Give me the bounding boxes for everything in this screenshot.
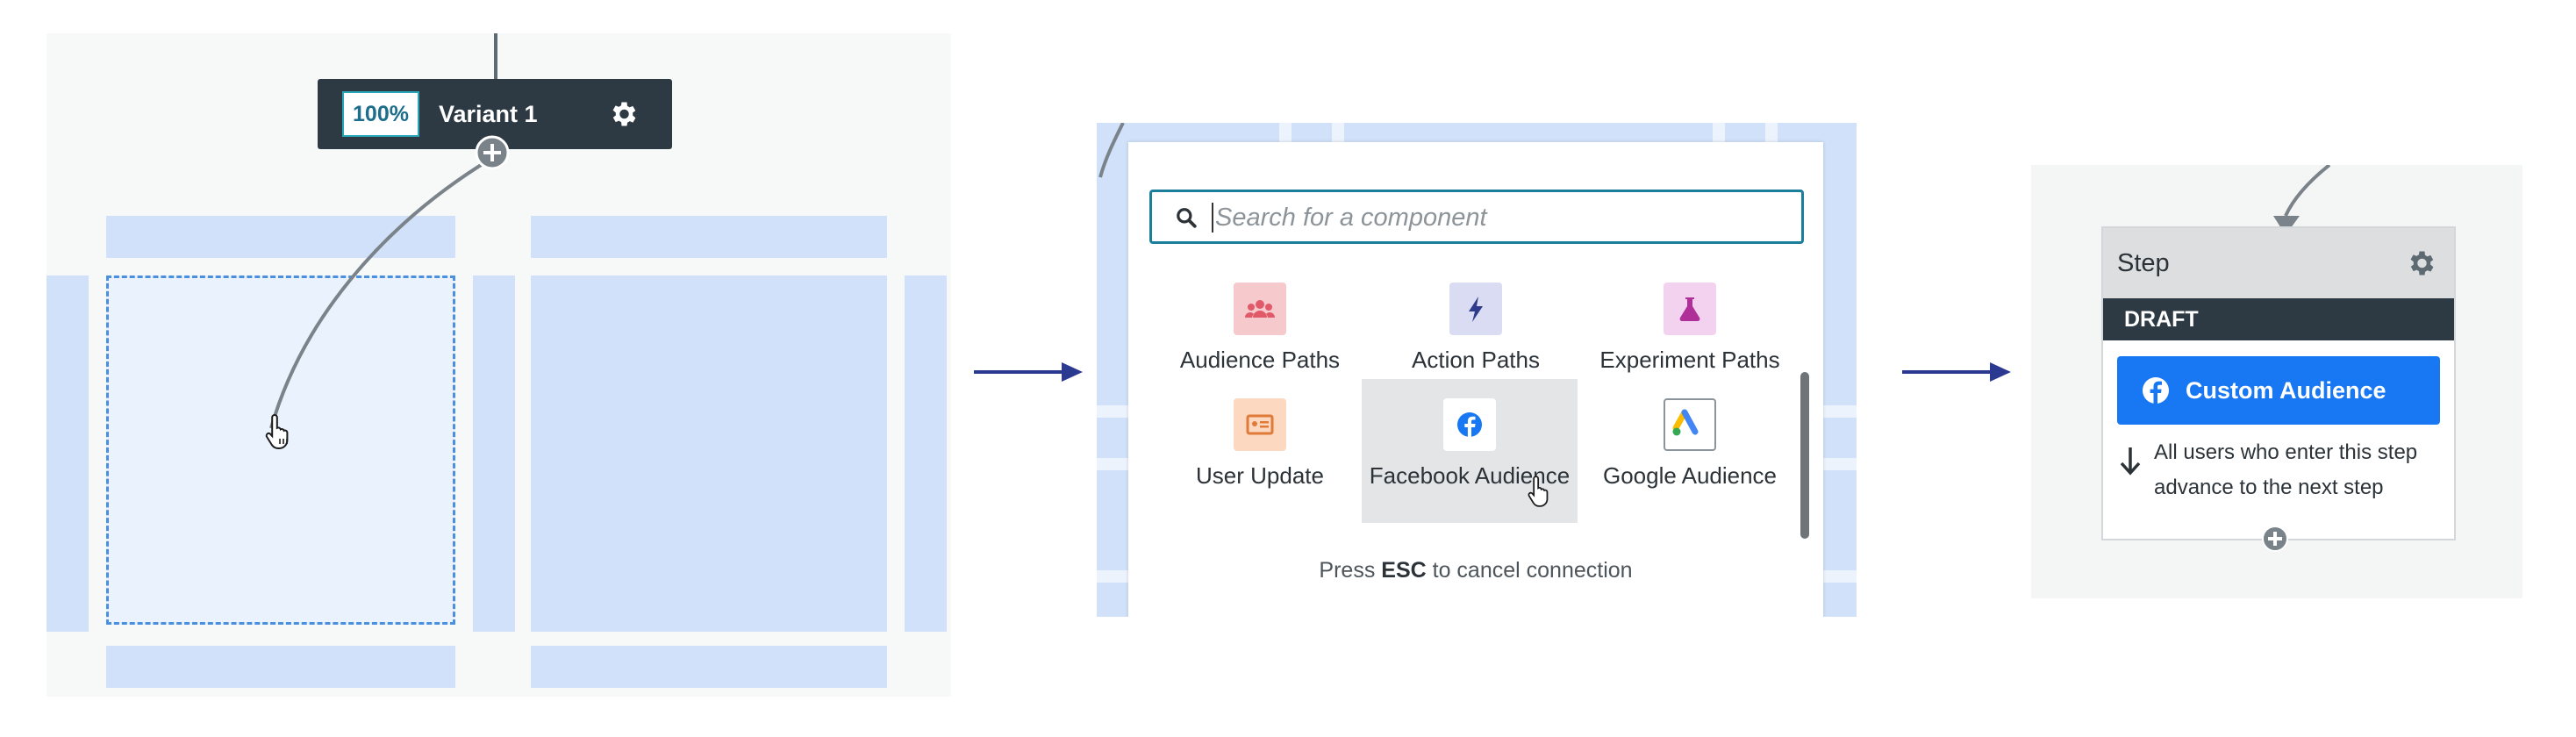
connection-line <box>2273 165 2331 235</box>
arrow-down-icon <box>2120 447 2141 476</box>
esc-hint-prefix: Press <box>1319 558 1376 583</box>
component-picker: Audience Paths Action Paths Experiment P… <box>1128 142 1823 617</box>
flask-icon <box>1664 283 1716 335</box>
custom-audience-label: Custom Audience <box>2186 377 2386 404</box>
flow-arrow-icon <box>974 362 1083 382</box>
facebook-icon <box>1443 398 1496 451</box>
esc-hint: Press ESC to cancel connection <box>1128 558 1823 583</box>
search-input[interactable] <box>1213 199 1778 236</box>
gear-icon[interactable] <box>607 98 639 130</box>
google-ads-icon <box>1664 398 1716 451</box>
canvas-block <box>106 216 455 258</box>
connection-line <box>1098 123 1125 178</box>
component-google-audience[interactable]: Google Audience <box>1585 390 1795 530</box>
connection-line <box>269 33 497 429</box>
component-experiment-paths[interactable]: Experiment Paths <box>1585 274 1795 414</box>
canvas-block <box>905 275 947 632</box>
step-card[interactable]: Step DRAFT Custom Audience All users who… <box>2101 226 2456 540</box>
search-box[interactable] <box>1149 190 1804 244</box>
search-icon <box>1177 208 1197 228</box>
drop-target-zone[interactable] <box>106 275 455 625</box>
esc-hint-suffix: to cancel connection <box>1432 558 1633 583</box>
people-icon <box>1234 283 1286 335</box>
esc-key: ESC <box>1381 558 1427 583</box>
lightning-icon <box>1449 283 1502 335</box>
step-header: Step <box>2103 228 2454 298</box>
flow-arrow-icon <box>1902 362 2011 382</box>
step-result-panel: Step DRAFT Custom Audience All users who… <box>2031 165 2522 598</box>
component-facebook-audience[interactable]: Facebook Audience <box>1362 379 1578 523</box>
add-connection-icon[interactable] <box>475 135 510 170</box>
component-label: User Update <box>1196 462 1324 489</box>
hand-cursor-icon <box>265 413 289 449</box>
canvas-panel: 100% Variant 1 <box>47 33 951 697</box>
component-picker-panel: Audience Paths Action Paths Experiment P… <box>1097 123 1857 617</box>
step-description: All users who enter this step advance to… <box>2154 440 2418 499</box>
component-user-update[interactable]: User Update <box>1155 390 1365 530</box>
canvas-block <box>473 275 515 632</box>
component-action-paths[interactable]: Action Paths <box>1370 274 1581 414</box>
canvas-block <box>531 275 887 632</box>
canvas-block <box>531 646 887 688</box>
canvas-block <box>531 216 887 258</box>
component-audience-paths[interactable]: Audience Paths <box>1155 274 1365 414</box>
canvas-block <box>106 646 455 688</box>
id-card-icon <box>1234 398 1286 451</box>
component-label: Google Audience <box>1602 462 1778 489</box>
scrollbar-thumb[interactable] <box>1800 372 1809 539</box>
facebook-icon <box>2143 377 2169 404</box>
component-label: Action Paths <box>1412 347 1540 373</box>
add-step-icon[interactable] <box>2261 525 2289 553</box>
component-label: Audience Paths <box>1179 347 1341 373</box>
gear-icon[interactable] <box>2405 247 2436 279</box>
hand-cursor-icon <box>1528 476 1549 507</box>
canvas-block <box>47 275 89 632</box>
custom-audience-button[interactable]: Custom Audience <box>2117 356 2440 425</box>
status-badge: DRAFT <box>2103 298 2454 340</box>
variant-name: Variant 1 <box>439 101 538 127</box>
variant-percent[interactable]: 100% <box>342 91 419 137</box>
text-caret <box>1212 203 1213 233</box>
component-label: Experiment Paths <box>1599 347 1780 373</box>
step-title: Step <box>2117 249 2170 277</box>
